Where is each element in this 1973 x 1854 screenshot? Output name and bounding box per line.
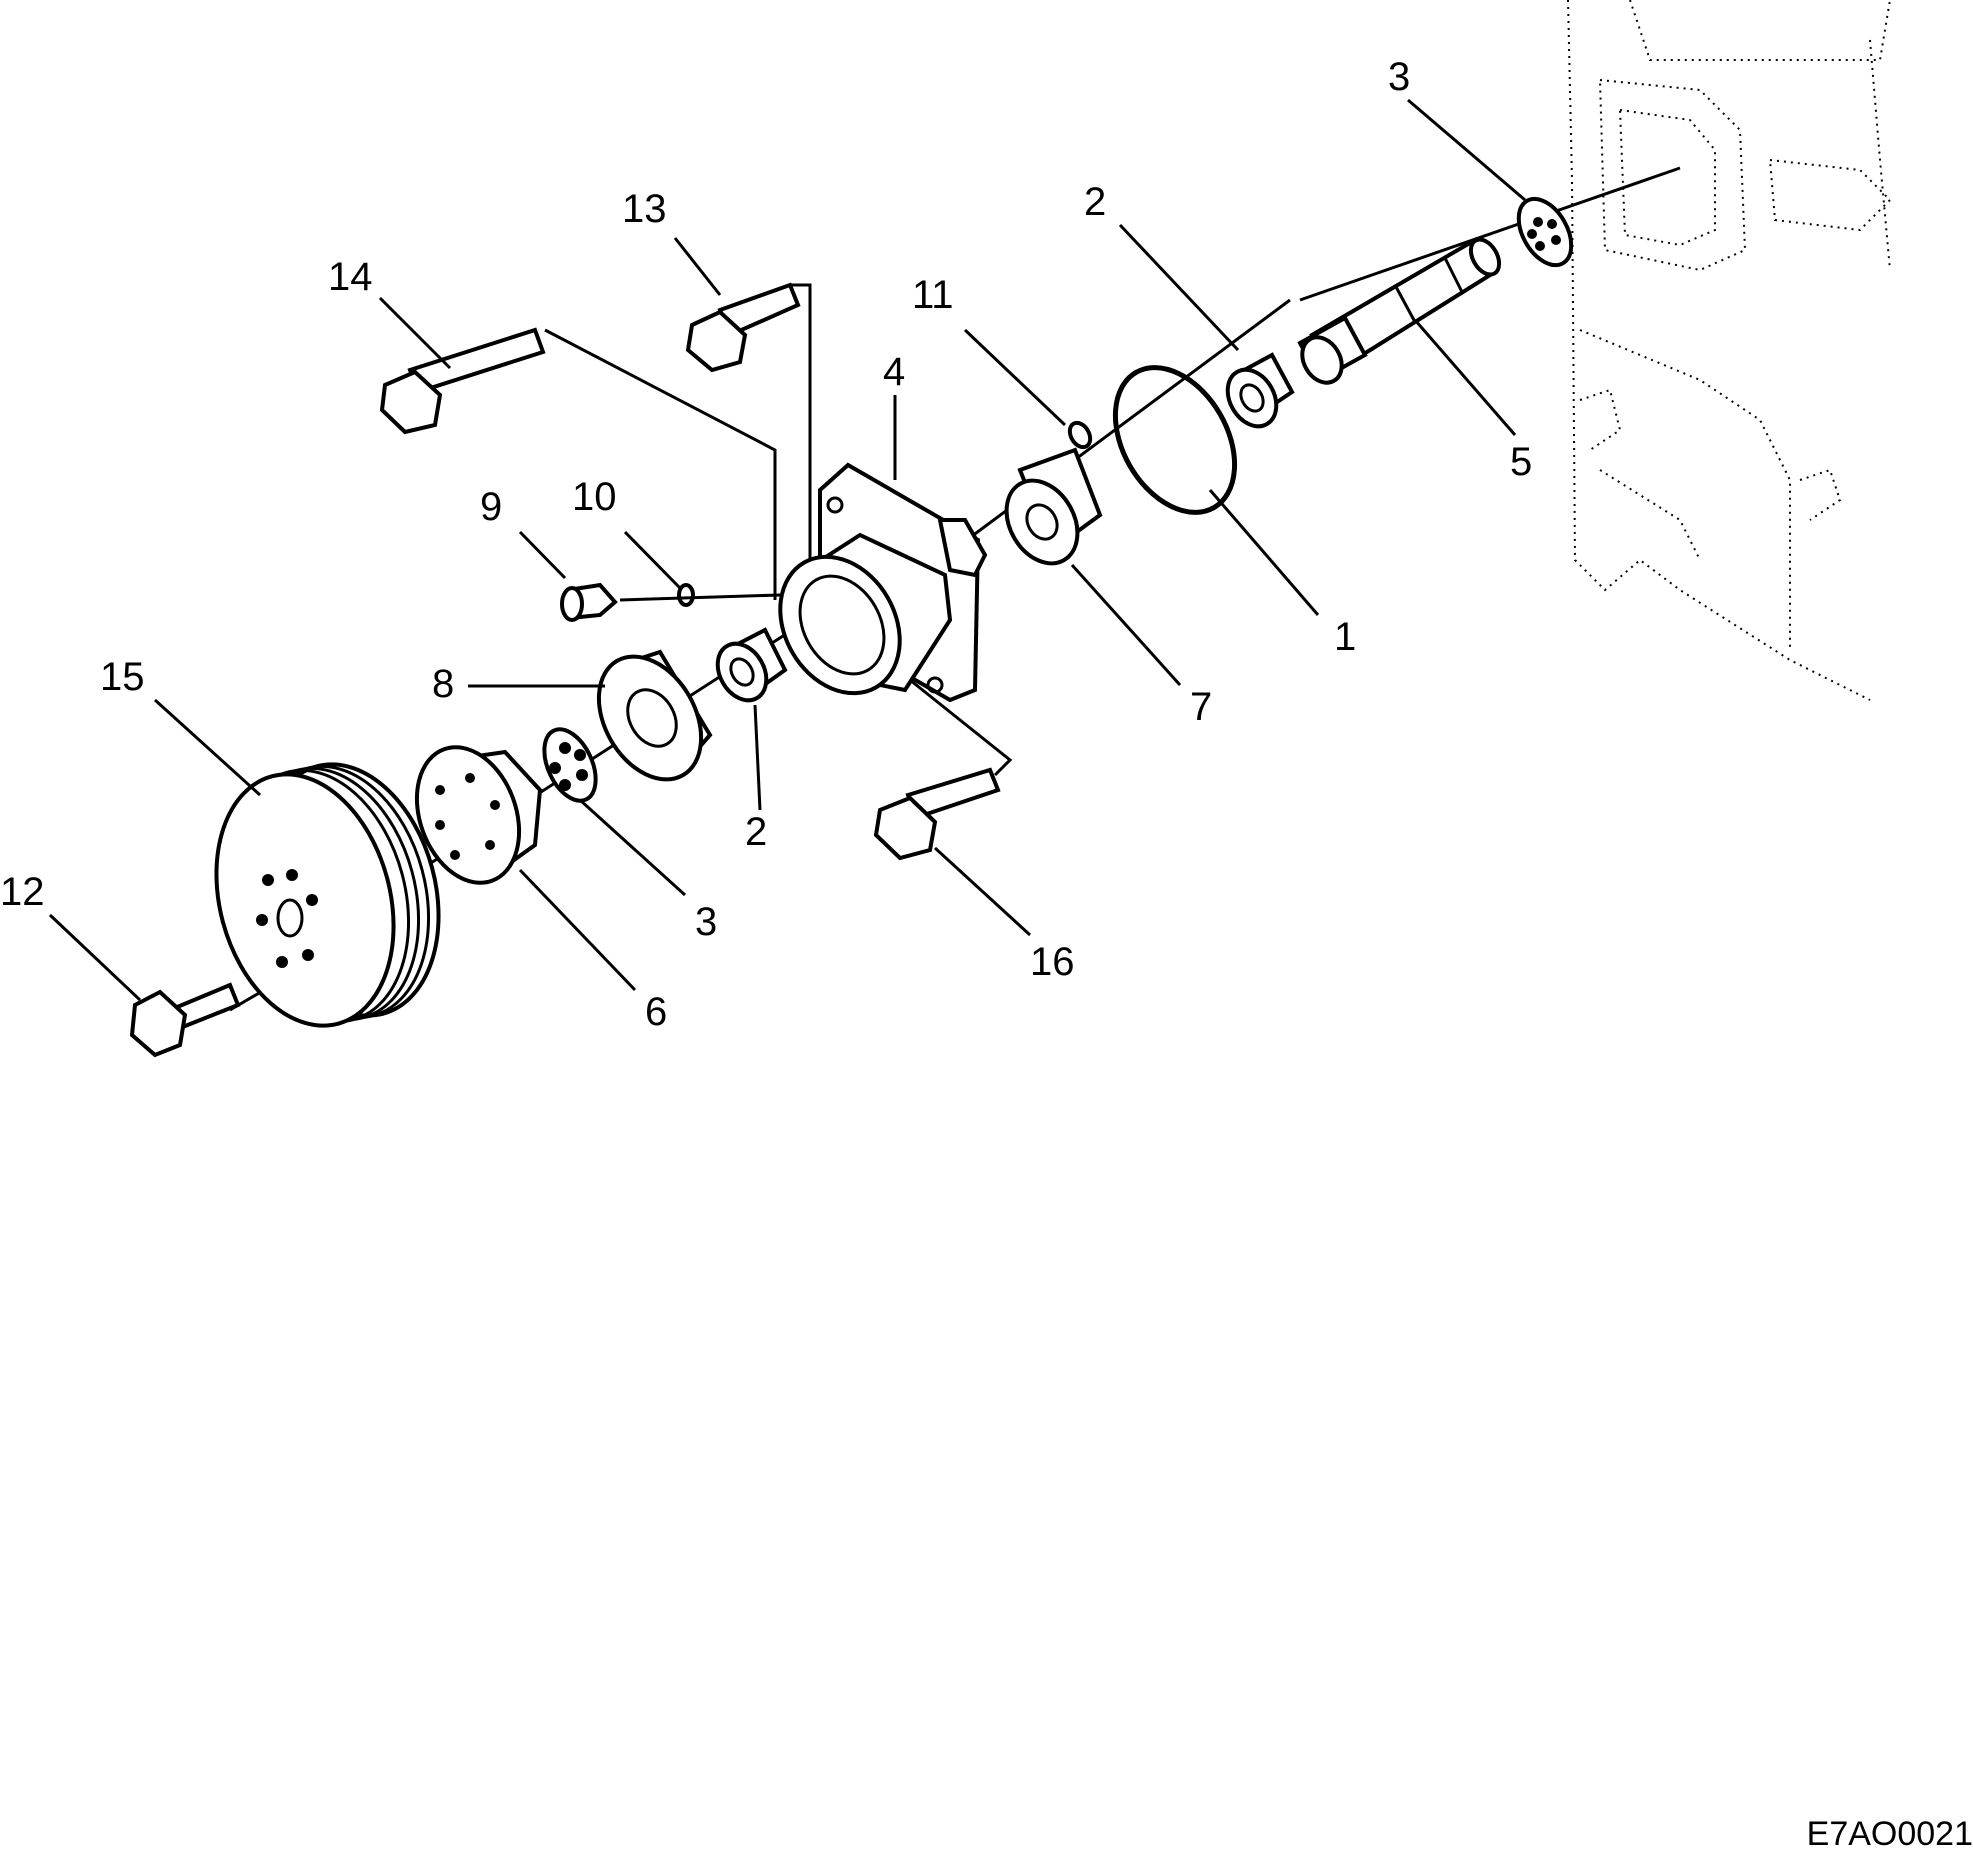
seal-disc-part-8 bbox=[596, 649, 713, 782]
callout-2-upper: 2 bbox=[1084, 180, 1106, 224]
bolt-part-12 bbox=[129, 982, 241, 1058]
callout-7: 7 bbox=[1190, 685, 1212, 729]
shaft-part-5 bbox=[1297, 237, 1502, 385]
bolt-part-13 bbox=[685, 282, 801, 373]
bolt-part-14 bbox=[379, 327, 546, 435]
washer-part-3-lower bbox=[542, 727, 598, 803]
callout-2-lower: 2 bbox=[745, 810, 767, 854]
callout-12: 12 bbox=[0, 870, 45, 914]
callout-9: 9 bbox=[480, 485, 502, 529]
engine-block-outline bbox=[1567, 0, 1892, 701]
plug-part-9 bbox=[560, 582, 618, 622]
callout-3-upper: 3 bbox=[1388, 55, 1410, 99]
callout-10: 10 bbox=[572, 475, 617, 519]
ball-part-10 bbox=[677, 583, 695, 607]
callout-8: 8 bbox=[432, 662, 454, 706]
callout-5: 5 bbox=[1510, 440, 1532, 484]
callout-15: 15 bbox=[100, 655, 145, 699]
callout-6: 6 bbox=[645, 990, 667, 1034]
o-ring-part-1 bbox=[1112, 365, 1238, 515]
small-ring-part-11 bbox=[1067, 420, 1093, 450]
callout-4: 4 bbox=[883, 350, 905, 394]
bolt-part-16 bbox=[873, 767, 1001, 861]
callout-14: 14 bbox=[328, 255, 373, 299]
callout-16: 16 bbox=[1030, 940, 1075, 984]
callout-1: 1 bbox=[1334, 615, 1356, 659]
callout-13: 13 bbox=[622, 187, 667, 231]
callout-3-lower: 3 bbox=[695, 900, 717, 944]
pulley-part-15 bbox=[214, 762, 441, 1028]
hub-part-6 bbox=[414, 745, 543, 885]
figure-reference-code: E7AO0021 bbox=[1807, 1815, 1973, 1853]
callout-labels: 3 2 5 1 11 4 7 8 9 10 2 3 6 15 12 16 13 … bbox=[0, 55, 1532, 1034]
bearing-part-2-lower bbox=[715, 627, 788, 703]
leader-lines bbox=[48, 98, 1526, 1002]
washer-part-3-upper bbox=[1516, 196, 1574, 268]
housing-part-4 bbox=[778, 462, 988, 703]
seal-part-7 bbox=[1004, 447, 1103, 566]
bearing-part-2-upper bbox=[1225, 352, 1295, 429]
callout-11: 11 bbox=[912, 273, 954, 317]
